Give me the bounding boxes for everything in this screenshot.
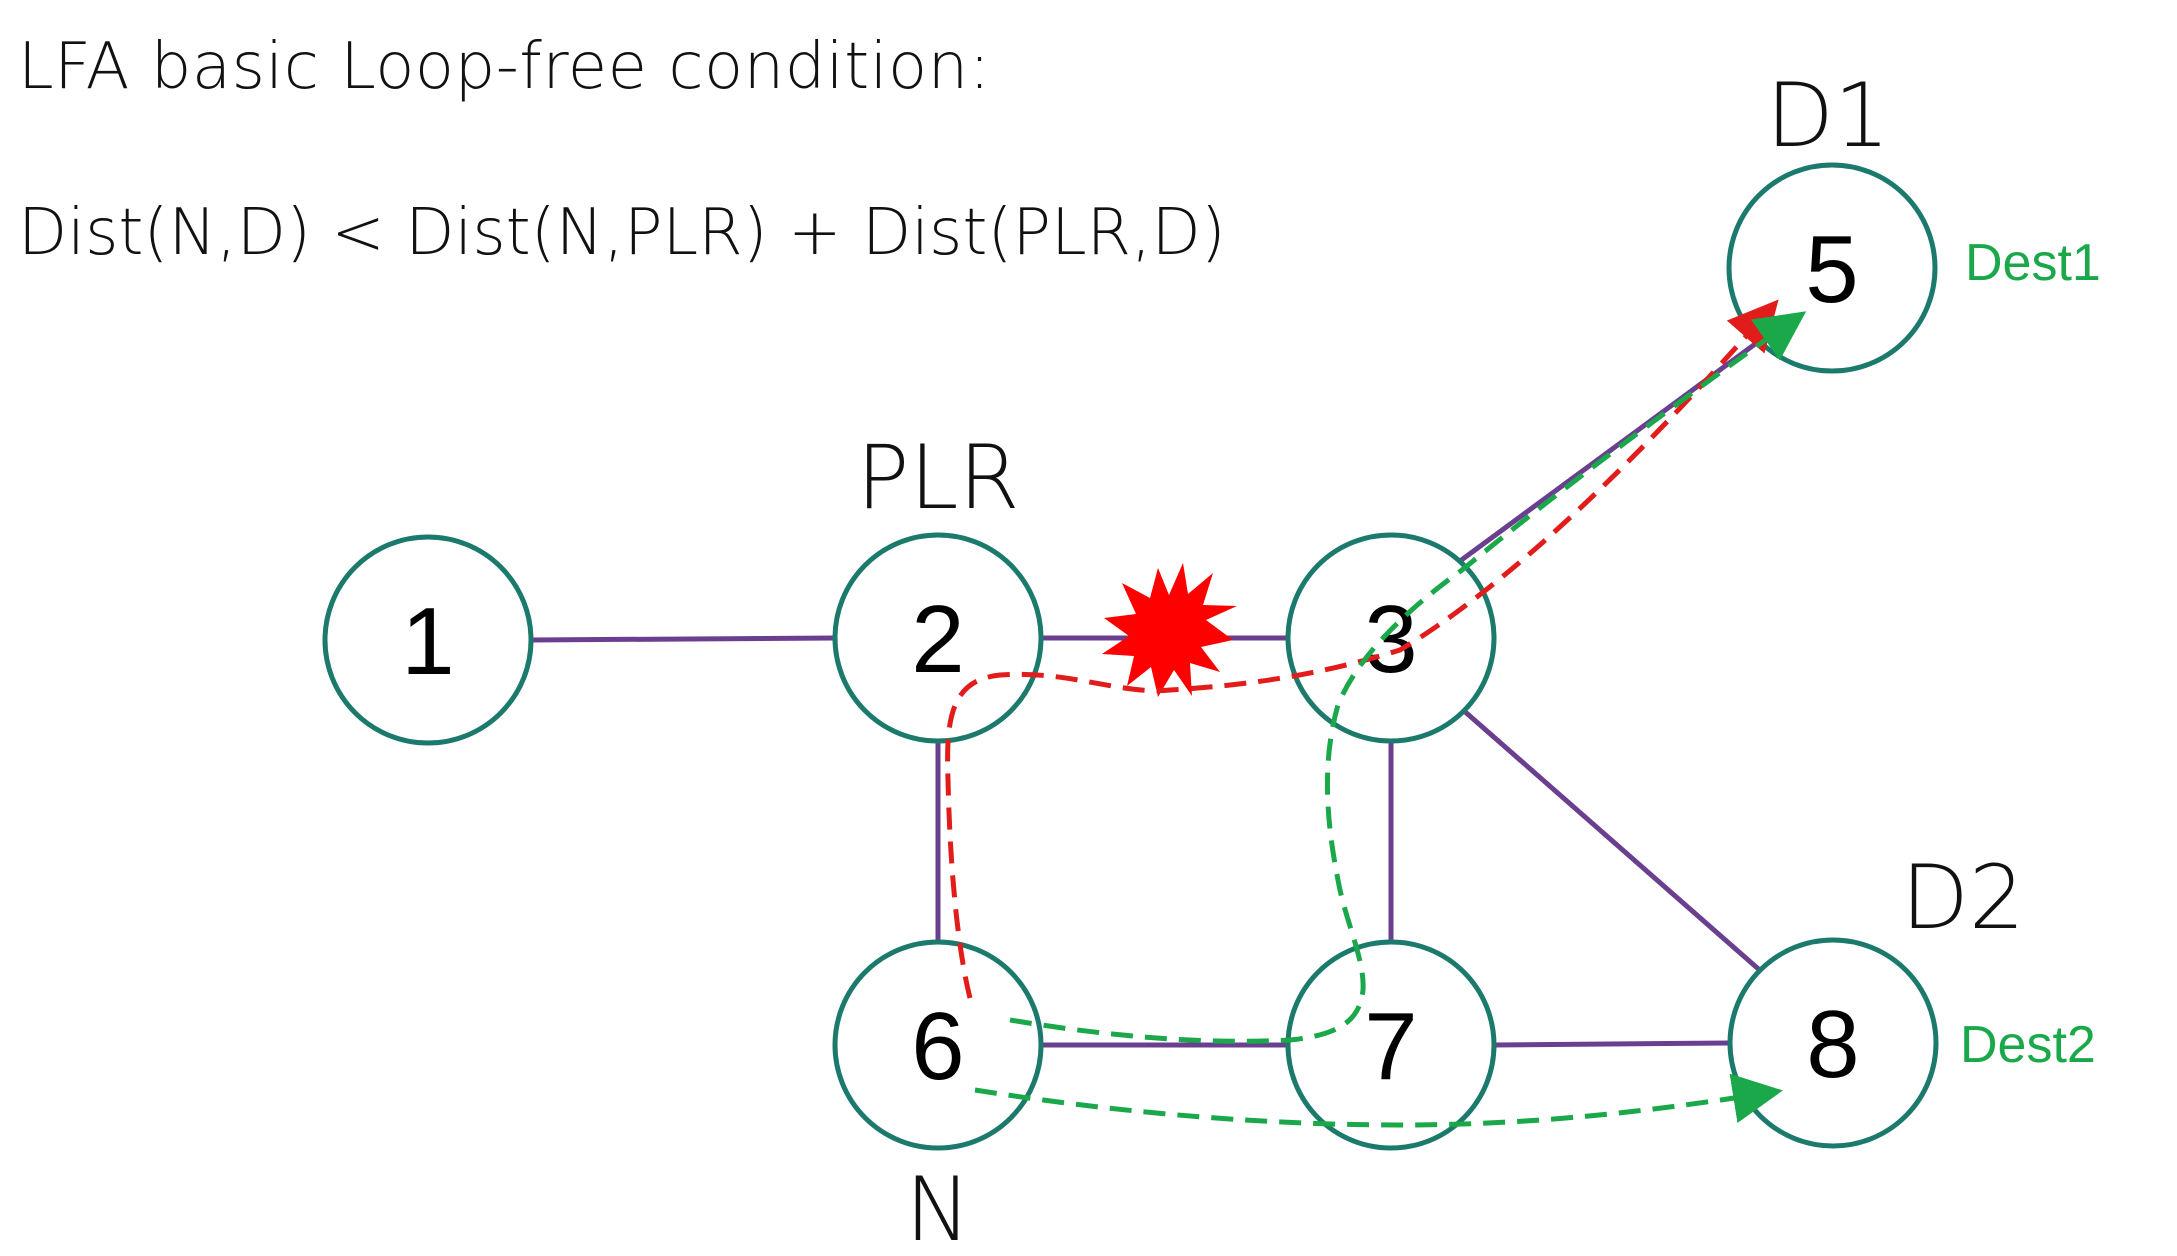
node-2-circle [832,532,1044,744]
primary-path-6-to-5 [945,299,1779,999]
backup-path-6-to-5 [1009,311,1807,1044]
node-3-label: 3 [1364,586,1417,693]
node-6-circle [832,939,1044,1151]
d2-label: D2 [1901,846,2025,949]
link-3-8 [1461,708,1765,975]
plr-label: PLR [856,426,1019,529]
n-label: N [905,1158,971,1256]
node-7-label: 7 [1364,993,1417,1100]
link-7-8 [1492,1040,1731,1048]
node-2-label: 2 [911,586,964,693]
node-1-label: 1 [401,588,454,695]
dest2-label: Dest2 [1960,1016,2096,1074]
node-5-label: 5 [1805,216,1858,323]
d1-label: D1 [1766,64,1890,167]
node-7-circle [1285,939,1497,1151]
node-1-circle [322,534,534,746]
node-6-label: 6 [911,993,964,1100]
node-8-label: 8 [1806,991,1859,1098]
loop-free-formula: Dist(N,D) < Dist(N,PLR) + Dist(PLR,D) [18,196,1226,270]
page-title: LFA basic Loop-free condition: [18,30,991,104]
backup-path-6-to-8 [974,1073,1783,1128]
link-failure-icon [1102,563,1237,697]
dest1-label: Dest1 [1965,234,2101,292]
link-1-2 [530,635,837,643]
